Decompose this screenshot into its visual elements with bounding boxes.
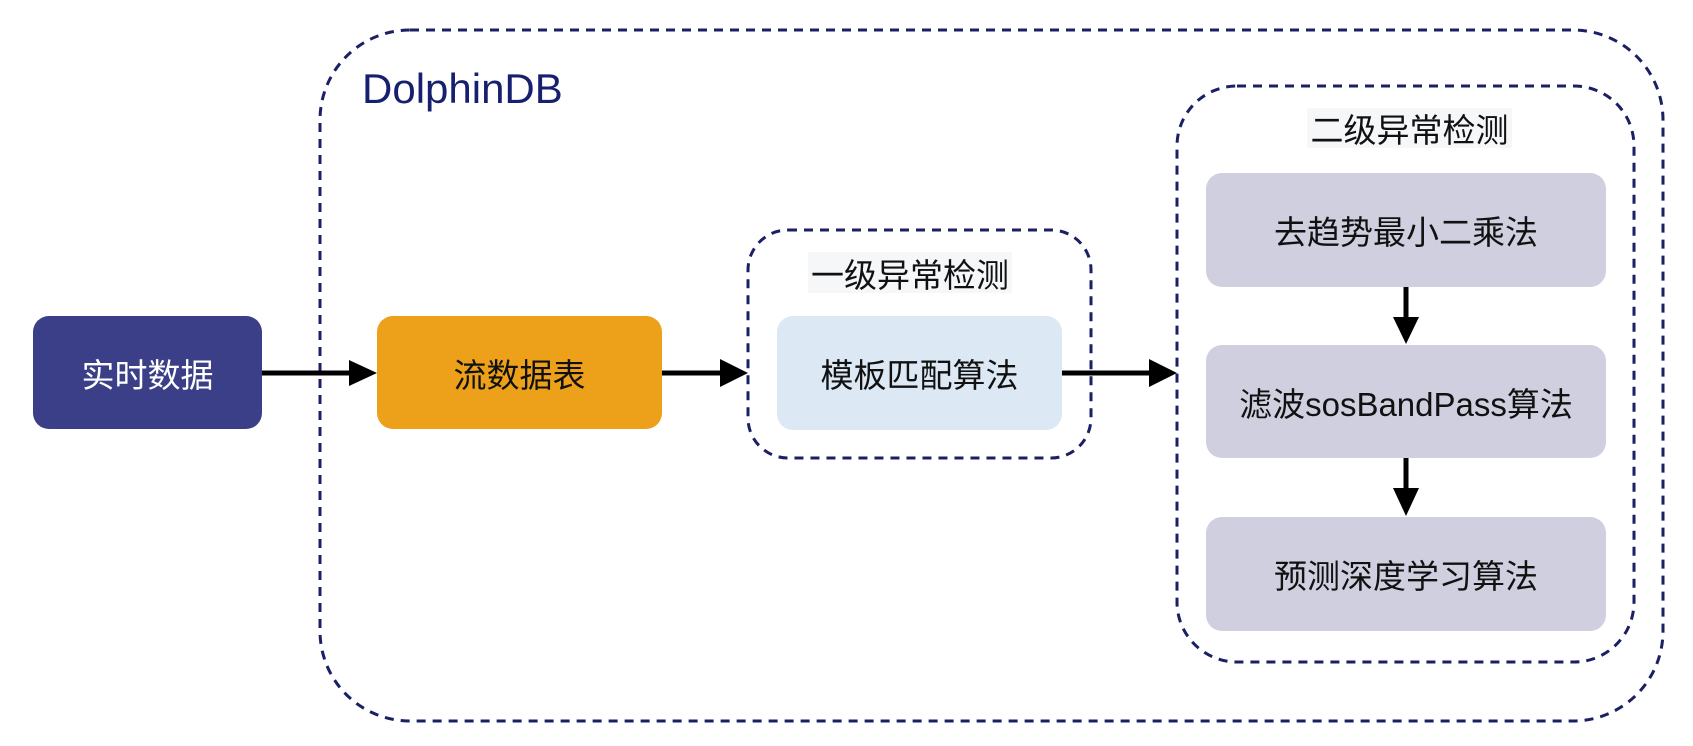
node-deep-learning-label: 预测深度学习算法 — [1274, 558, 1538, 595]
arrow-source-to-stream — [262, 360, 377, 386]
node-detrended-least-squares[interactable]: 去趋势最小二乘法 — [1206, 173, 1606, 287]
level1-group-border — [746, 228, 1093, 460]
level2-group-border — [1175, 84, 1636, 664]
arrow-detrend-to-sos — [1393, 287, 1419, 344]
arrow-sos-to-deeplearning — [1393, 458, 1419, 516]
node-stream-table[interactable]: 流数据表 — [377, 316, 662, 429]
dolphindb-group-border — [318, 28, 1665, 723]
node-template-matching[interactable]: 模板匹配算法 — [777, 316, 1062, 430]
level2-group-title: 二级异常检测 — [1307, 108, 1512, 149]
level1-group-title-text: 一级异常检测 — [811, 256, 1009, 294]
arrow-level1-to-level2 — [1062, 359, 1177, 387]
level1-group-title: 一级异常检测 — [808, 252, 1012, 294]
node-stream-table-label: 流数据表 — [453, 356, 586, 394]
node-sos-band-pass-label: 滤波sosBandPass算法 — [1239, 385, 1573, 423]
node-realtime-data-label: 实时数据 — [81, 356, 214, 394]
level2-group-title-text: 二级异常检测 — [1310, 112, 1509, 149]
node-realtime-data[interactable]: 实时数据 — [33, 316, 262, 429]
node-deep-learning[interactable]: 预测深度学习算法 — [1206, 517, 1606, 631]
node-detrended-least-squares-label: 去趋势最小二乘法 — [1274, 214, 1538, 251]
dolphindb-group-title: DolphinDB — [362, 65, 563, 112]
node-template-matching-label: 模板匹配算法 — [820, 357, 1019, 394]
node-sos-band-pass[interactable]: 滤波sosBandPass算法 — [1206, 345, 1606, 458]
arrow-stream-to-level1 — [662, 359, 748, 387]
